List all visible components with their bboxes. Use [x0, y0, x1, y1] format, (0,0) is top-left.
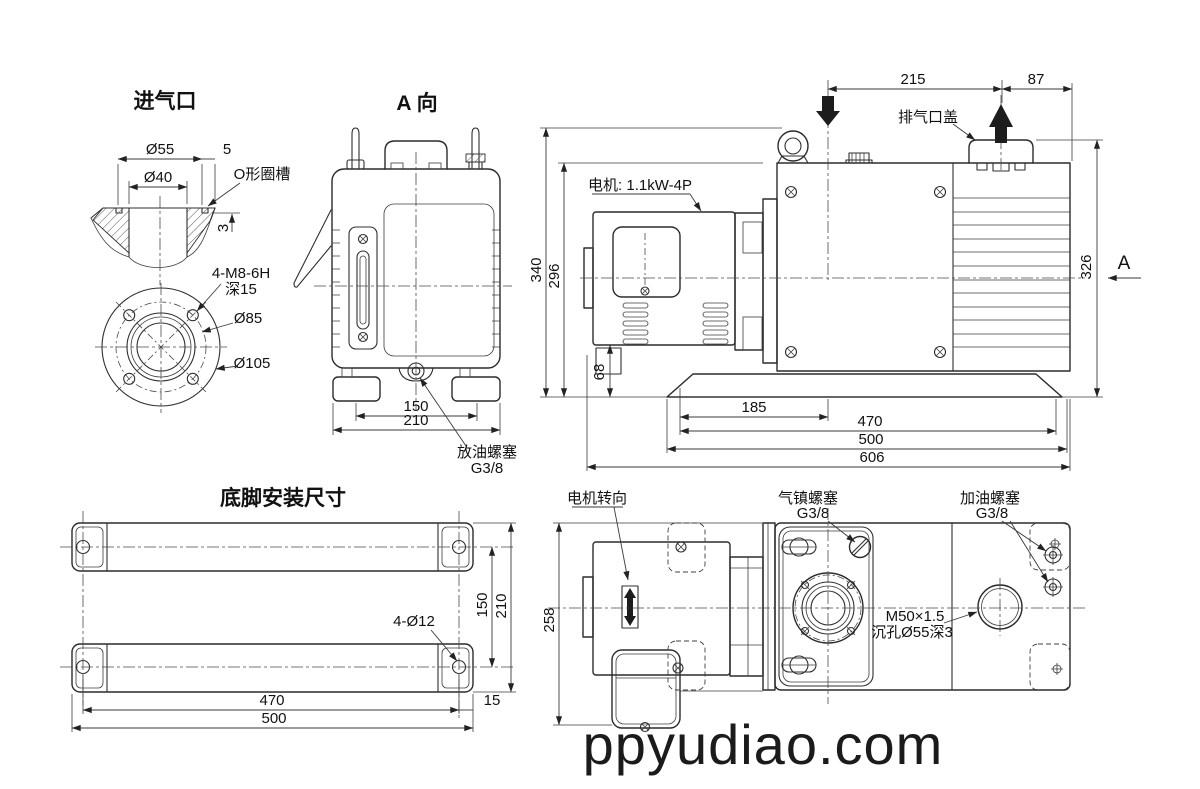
side-view: 215 87 排气口盖 电机: 1.1kW-4P 340 296 68 326 … — [528, 71, 1141, 471]
dim-viewa-210: 210 — [403, 412, 428, 429]
dim-base-470: 470 — [259, 692, 284, 709]
label-motor-spec: 电机: 1.1kW-4P — [588, 177, 692, 194]
label-gas-ballast-thread: G3/8 — [797, 505, 830, 522]
label-motor-rotation: 电机转向 — [567, 490, 627, 507]
top-view: 电机转向 — [541, 489, 1088, 733]
knurled-plug — [845, 152, 873, 164]
view-a-direction-letter: A — [1118, 253, 1131, 274]
motor — [583, 211, 736, 375]
label-sight-1: M50×1.5 — [886, 608, 945, 625]
dim-viewa-150: 150 — [403, 398, 428, 415]
label-bolt-holes-1: 4-M8-6H — [212, 265, 270, 282]
oil-sight-glass — [348, 226, 378, 350]
dim-side-87: 87 — [1028, 71, 1045, 88]
gas-ballast-plug — [848, 535, 872, 559]
dim-side-68: 68 — [591, 364, 608, 381]
dim-top-258: 258 — [541, 607, 558, 632]
inlet-title: 进气口 — [134, 89, 197, 113]
base-mounting-view: 底脚安装尺寸 150 210 4-Ø12 470 500 — [60, 486, 516, 732]
dim-inlet-d40: Ø40 — [144, 169, 172, 186]
oil-fill-plugs — [1043, 545, 1063, 597]
inlet-flange-view: 4-M8-6H 深15 Ø85 Ø105 — [95, 265, 270, 413]
lifting-eye — [777, 130, 809, 164]
hidden-feet — [667, 522, 1071, 691]
label-gas-ballast: 气镇螺塞 — [778, 489, 838, 507]
dim-inlet-d55: Ø55 — [146, 141, 174, 158]
dim-side-340: 340 — [528, 257, 545, 282]
section-hatch-left — [92, 207, 130, 255]
view-a: A 向 — [293, 91, 517, 477]
inlet-flow-arrow — [816, 96, 840, 126]
label-oring-groove: O形圈槽 — [234, 166, 291, 183]
label-bolt-holes-2: 深15 — [225, 281, 257, 298]
cooling-fins — [953, 197, 1070, 348]
rotation-arrow — [624, 588, 636, 626]
inlet-section-view: 进气口 Ø55 5 Ø40 O形圈槽 3 — [90, 89, 291, 285]
dim-side-215: 215 — [900, 71, 925, 88]
exhaust-flow-arrow — [989, 104, 1013, 143]
dim-base-150: 150 — [474, 592, 491, 617]
watermark: ppyudiao.com — [583, 713, 944, 776]
pump-base — [666, 373, 1063, 398]
dim-side-185: 185 — [741, 399, 766, 416]
label-oil-fill-thread: G3/8 — [976, 505, 1009, 522]
section-hatch-right — [186, 207, 216, 255]
dim-side-500: 500 — [858, 431, 883, 448]
dim-side-606: 606 — [859, 449, 884, 466]
dim-inlet-5: 5 — [223, 141, 231, 158]
cover-slot-screws — [781, 537, 817, 675]
pump-body — [776, 130, 1071, 372]
view-a-title: A 向 — [396, 91, 437, 115]
label-drain-plug: 放油螺塞 — [457, 443, 517, 461]
dim-side-296: 296 — [546, 263, 563, 288]
label-sight-2: 沉孔Ø55深3 — [871, 624, 953, 641]
label-base-holes: 4-Ø12 — [393, 613, 435, 630]
junction-box — [611, 649, 681, 733]
cover-screws — [784, 185, 947, 359]
motor-vents — [622, 302, 729, 345]
coupling-housing — [734, 198, 778, 364]
dim-inlet-3: 3 — [215, 224, 232, 232]
dim-side-326: 326 — [1078, 254, 1095, 279]
label-exhaust-cover: 排气口盖 — [898, 109, 958, 126]
base-view-title: 底脚安装尺寸 — [220, 486, 346, 510]
label-oil-fill: 加油螺塞 — [960, 489, 1020, 507]
dim-base-500: 500 — [261, 710, 286, 727]
dim-side-470: 470 — [857, 413, 882, 430]
handle — [293, 209, 332, 288]
dim-base-15: 15 — [484, 692, 501, 709]
dim-base-210: 210 — [493, 593, 510, 618]
label-drain-thread: G3/8 — [471, 460, 504, 477]
dim-flange-d105: Ø105 — [234, 355, 271, 372]
dim-flange-d85: Ø85 — [234, 310, 262, 327]
